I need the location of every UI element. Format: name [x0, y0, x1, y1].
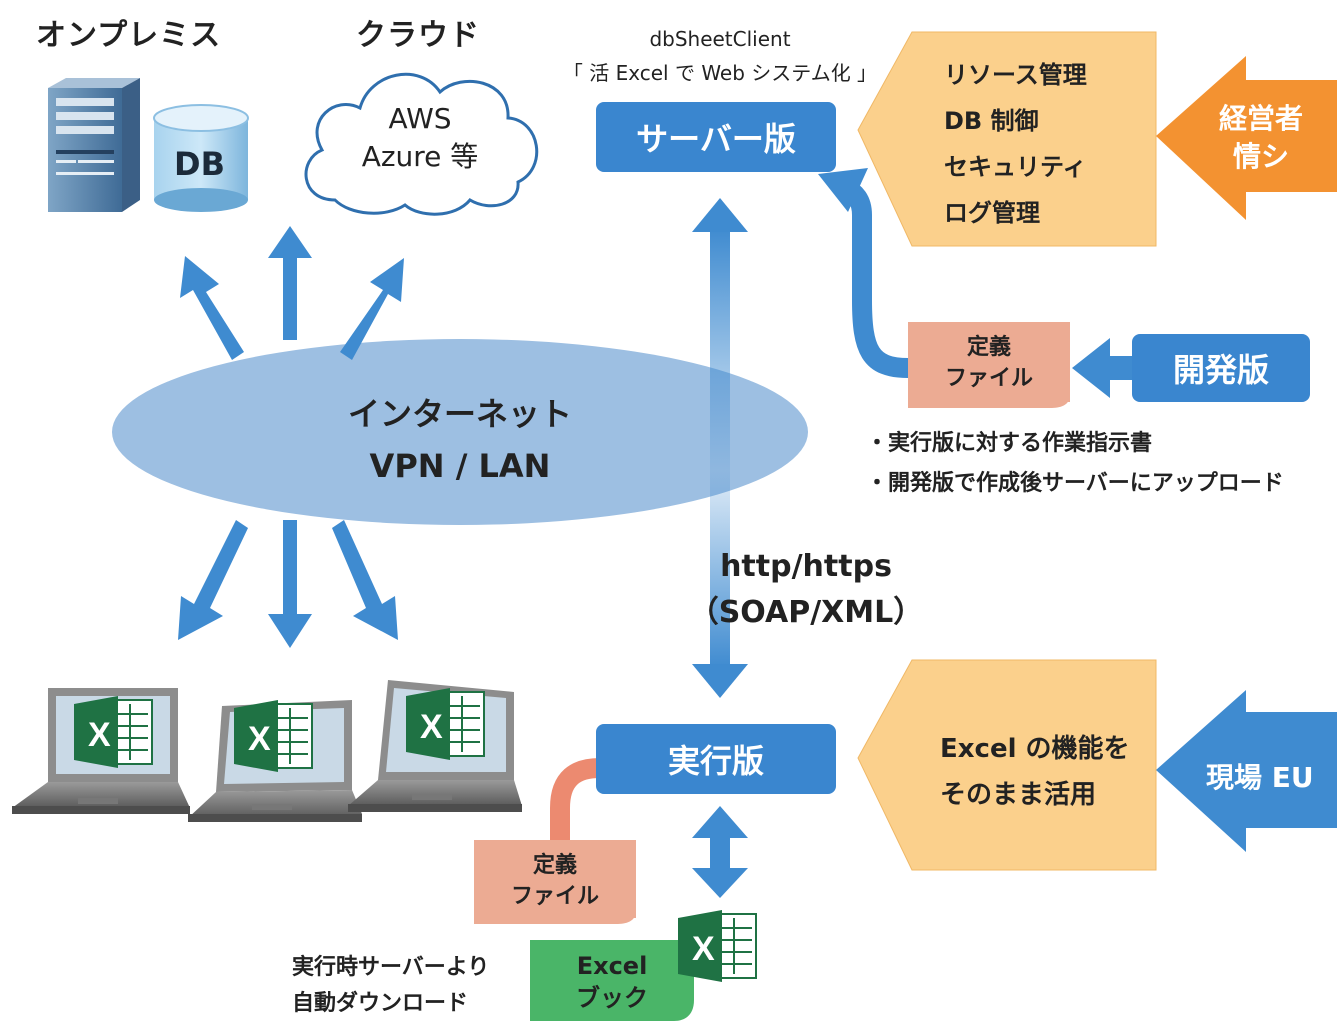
- network-label: インターネット VPN / LAN: [347, 395, 572, 485]
- excel-book-label: Excel ブック: [576, 952, 648, 1012]
- feature-security: セキュリティ: [944, 153, 1087, 181]
- protocol-arrow: [692, 198, 748, 698]
- product-caption: dbSheetClient 「 活 Excel で Web システム化 」: [560, 22, 880, 90]
- server-features-list: リソース管理 DB 制御 セキュリティ ログ管理: [944, 52, 1087, 236]
- dev-note-2: ・開発版で作成後サーバーにアップロード: [866, 471, 1284, 496]
- excel-features-text: Excel の機能を そのまま活用: [940, 734, 1130, 810]
- cloud-line-azure: Azure 等: [361, 140, 479, 173]
- excel-icon: X: [404, 686, 488, 762]
- product-tagline: 「 活 Excel で Web システム化 」: [562, 61, 878, 85]
- definition-file-bottom-label: 定義 ファイル: [474, 846, 636, 918]
- server-edition-box: サーバー版: [596, 102, 836, 172]
- definition-to-server-arrow: [818, 168, 909, 378]
- dev-edition-box: 開発版: [1132, 334, 1310, 402]
- onprem-heading: オンプレミス: [36, 18, 222, 53]
- product-name: dbSheetClient: [649, 27, 791, 51]
- server-tower-icon: [48, 78, 140, 212]
- excel-icon: X: [232, 698, 316, 774]
- dev-note-1: ・実行版に対する作業指示書: [866, 431, 1153, 456]
- management-label: 経営者 情シ: [1218, 102, 1303, 173]
- cloud-line-aws: AWS: [388, 102, 452, 135]
- db-label: DB: [174, 145, 225, 183]
- excel-icon: X: [72, 694, 156, 770]
- excel-letter: X: [248, 720, 271, 758]
- protocol-label: http/https （SOAP/XML）: [688, 549, 924, 630]
- dev-to-definition-arrow: [1072, 338, 1132, 398]
- excel-book-shape: [530, 940, 694, 1021]
- cloud-text: AWS Azure 等: [340, 100, 500, 176]
- network-down-arrows: [178, 520, 398, 648]
- server-features-panel: [857, 31, 1157, 247]
- feature-resource: リソース管理: [944, 61, 1087, 89]
- field-user-arrow-shape: [1156, 690, 1337, 852]
- cloud-shape: [304, 72, 539, 216]
- excel-features-panel: [857, 659, 1157, 871]
- feature-log: ログ管理: [944, 199, 1040, 227]
- excel-letter: X: [692, 930, 715, 968]
- excel-letter: X: [420, 708, 443, 746]
- management-arrow-shape: [1156, 56, 1337, 220]
- field-user-label: 現場 EU: [1206, 761, 1314, 794]
- excel-letter: X: [88, 716, 111, 754]
- runtime-book-arrow: [692, 806, 748, 898]
- definition-file-top-label: 定義 ファイル: [908, 326, 1070, 402]
- database-icon: [153, 104, 249, 212]
- network-ellipse: [112, 339, 808, 525]
- excel-book-icon: X: [676, 908, 760, 984]
- feature-db: DB 制御: [944, 107, 1039, 135]
- cloud-heading: クラウド: [356, 18, 480, 53]
- runtime-edition-box: 実行版: [596, 724, 836, 794]
- dev-notes: ・実行版に対する作業指示書 ・開発版で作成後サーバーにアップロード: [866, 424, 1284, 504]
- network-up-arrows: [180, 226, 404, 360]
- auto-download-note: 実行時サーバーより 自動ダウンロード: [292, 955, 490, 1016]
